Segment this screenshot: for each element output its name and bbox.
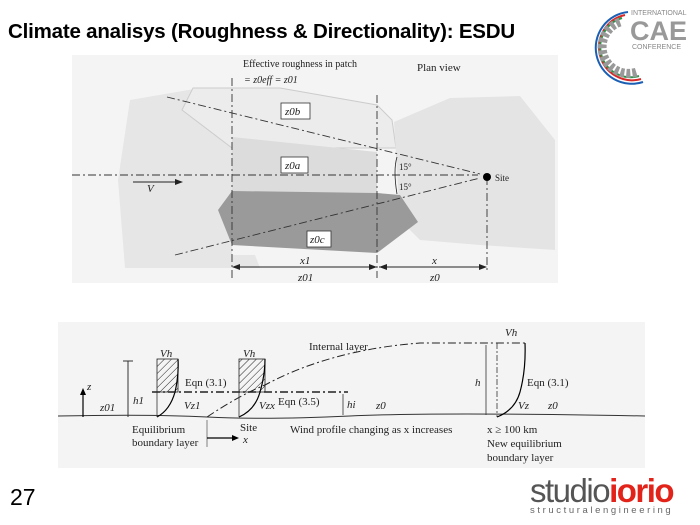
z0-label: z0 bbox=[429, 272, 440, 284]
equilibrium-label-2: boundary layer bbox=[132, 437, 199, 449]
hi-label: hi bbox=[347, 399, 356, 411]
patch-a-label: z0a bbox=[284, 160, 301, 172]
cae-conference-logo: INTERNATIONAL CAE CONFERENCE bbox=[588, 2, 698, 94]
eqn-3-1-right: Eqn (3.1) bbox=[527, 377, 569, 389]
page-number: 27 bbox=[10, 484, 36, 510]
vh1-label: Vh bbox=[160, 348, 173, 360]
new-equilibrium-label-2: boundary layer bbox=[487, 452, 554, 464]
profile-view-diagram: z z01 h1 Vh Eqn (3.1) Vz1 Vh Vzx Eqn (3.… bbox=[57, 322, 646, 468]
studioiorio-logo: studioiorio structuralengineering bbox=[530, 472, 675, 516]
h1-label: h1 bbox=[133, 395, 144, 407]
eqn-3-1-left: Eqn (3.1) bbox=[185, 377, 227, 389]
x-arrow-label: x bbox=[242, 434, 248, 446]
svg-text:INTERNATIONAL: INTERNATIONAL bbox=[631, 10, 687, 17]
x-label: x bbox=[431, 255, 437, 267]
svg-text:CONFERENCE: CONFERENCE bbox=[632, 44, 681, 51]
z01-ground-label: z01 bbox=[99, 402, 115, 414]
new-equilibrium-label-1: New equilibrium bbox=[487, 438, 562, 450]
z01-label: z01 bbox=[297, 272, 313, 284]
far-distance-label: x ≥ 100 km bbox=[487, 424, 538, 436]
vz1-label: Vz1 bbox=[184, 400, 201, 412]
vz-label: Vz bbox=[518, 400, 530, 412]
patch-c-label: z0c bbox=[309, 234, 325, 246]
z-axis-label: z bbox=[86, 381, 92, 393]
eqn-3-5: Eqn (3.5) bbox=[278, 396, 320, 408]
plan-view-diagram: Effective roughness in patch = z0eff = z… bbox=[72, 55, 558, 284]
site-label: Site bbox=[495, 173, 509, 183]
patch-b-label: z0b bbox=[284, 106, 301, 118]
angle-bottom: 15° bbox=[399, 182, 412, 192]
x1-label: x1 bbox=[299, 255, 310, 267]
site-profile-label: Site bbox=[240, 422, 257, 434]
site-marker bbox=[483, 173, 491, 181]
wind-label: V bbox=[147, 183, 155, 195]
effective-roughness-eq: = z0eff = z01 bbox=[244, 75, 298, 86]
svg-text:CAE: CAE bbox=[630, 16, 687, 46]
vh2-label: Vh bbox=[243, 348, 256, 360]
angle-top: 15° bbox=[399, 162, 412, 172]
equilibrium-label-1: Equilibrium bbox=[132, 424, 186, 436]
slide-title: Climate analisys (Roughness & Directiona… bbox=[8, 20, 515, 43]
plan-view-heading: Plan view bbox=[417, 62, 461, 74]
z0-mid-label: z0 bbox=[375, 400, 386, 412]
h-label: h bbox=[475, 377, 481, 389]
internal-layer-label: Internal layer bbox=[309, 341, 368, 353]
vzx-label: Vzx bbox=[259, 400, 275, 412]
vh3-label: Vh bbox=[505, 327, 518, 339]
changing-profile-label: Wind profile changing as x increases bbox=[290, 424, 452, 436]
effective-roughness-label: Effective roughness in patch bbox=[243, 59, 357, 70]
z0-right-label: z0 bbox=[547, 400, 558, 412]
